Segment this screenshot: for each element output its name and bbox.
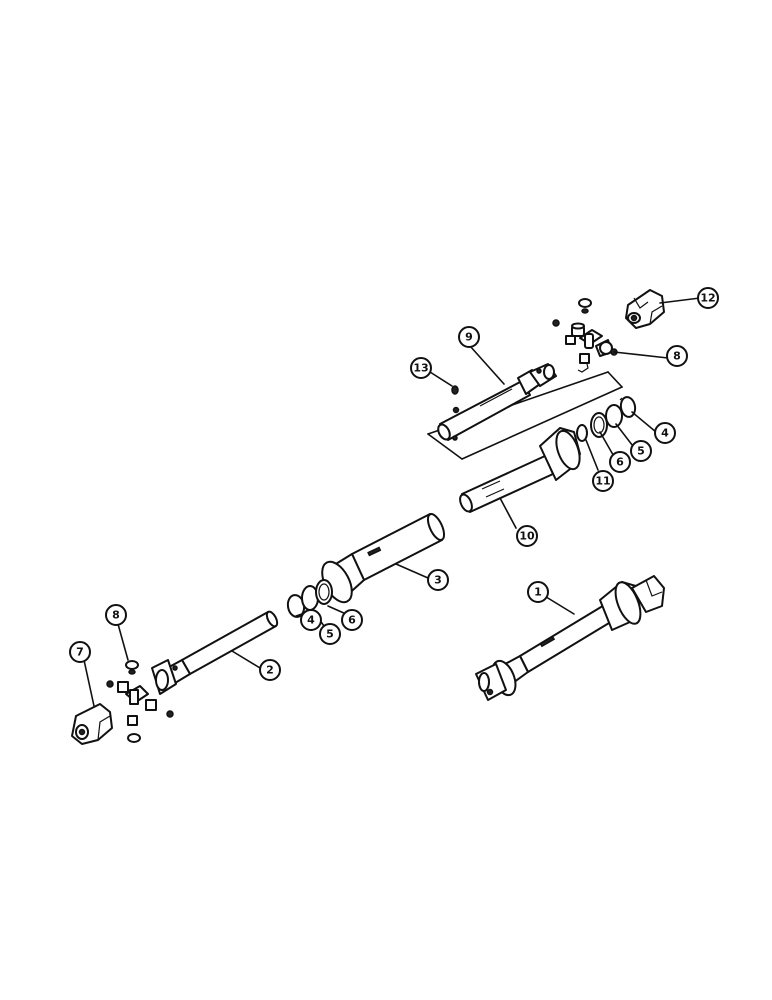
yoke-part-7 bbox=[71, 703, 113, 745]
callout-label: 12 bbox=[700, 292, 715, 305]
callout-label: 9 bbox=[465, 331, 473, 344]
callout-label: 7 bbox=[76, 646, 84, 659]
callout-7: 7 bbox=[69, 641, 91, 663]
callout-label: 6 bbox=[348, 614, 356, 627]
cross-bearing-kit-lower bbox=[106, 660, 174, 743]
callout-2: 2 bbox=[259, 659, 281, 681]
callout-label: 10 bbox=[519, 530, 535, 543]
callout-label: 1 bbox=[534, 586, 542, 599]
callout-13: 13 bbox=[410, 357, 432, 379]
callout-3: 3 bbox=[427, 569, 449, 591]
tube-bell-part-10 bbox=[459, 427, 581, 513]
inner-shaft-part-9 bbox=[427, 363, 623, 460]
callout-label: 6 bbox=[616, 456, 624, 469]
callout-label: 3 bbox=[434, 574, 442, 587]
callout-label: 13 bbox=[413, 362, 428, 375]
callout-label: 2 bbox=[266, 664, 274, 677]
leader-lines bbox=[83, 297, 701, 707]
callout-4-upper: 4 bbox=[654, 422, 676, 444]
cross-bearing-kit-upper bbox=[552, 298, 618, 373]
complete-driveshaft-part-1 bbox=[475, 575, 665, 701]
callout-10: 10 bbox=[516, 525, 538, 547]
callout-5-upper: 5 bbox=[630, 440, 652, 462]
callout-8-lower: 8 bbox=[105, 604, 127, 626]
outer-tube-part-3 bbox=[321, 513, 446, 604]
callout-8-upper: 8 bbox=[666, 345, 688, 367]
callout-label: 5 bbox=[326, 628, 334, 641]
callout-9: 9 bbox=[458, 326, 480, 348]
callout-5-lower: 5 bbox=[319, 623, 341, 645]
callout-12: 12 bbox=[697, 287, 719, 309]
callout-label: 5 bbox=[637, 445, 645, 458]
callout-label: 4 bbox=[661, 427, 669, 440]
yoke-part-12 bbox=[625, 289, 665, 329]
callout-label: 11 bbox=[595, 475, 610, 488]
pin-part-13 bbox=[451, 385, 459, 395]
callout-1: 1 bbox=[527, 581, 549, 603]
callout-label: 8 bbox=[112, 609, 120, 622]
callout-4-lower: 4 bbox=[300, 609, 322, 631]
callout-label: 8 bbox=[673, 350, 681, 363]
callout-label: 4 bbox=[307, 614, 315, 627]
inner-shaft-part-2 bbox=[151, 610, 279, 695]
callout-6-upper: 6 bbox=[609, 451, 631, 473]
callout-11: 11 bbox=[592, 470, 614, 492]
callout-6-lower: 6 bbox=[341, 609, 363, 631]
